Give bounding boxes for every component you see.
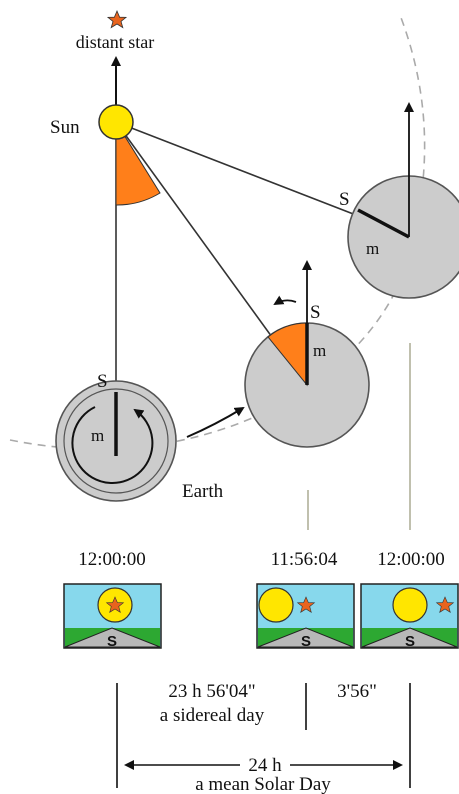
earth-1-s-label: S [97, 371, 108, 392]
earth-label: Earth [182, 481, 224, 502]
earth-position-2: S m [244, 260, 370, 448]
time-label-2: 11:56:04 [271, 549, 338, 570]
earth-2-m-label: m [313, 341, 326, 360]
panel-3-sun-icon [392, 587, 428, 623]
angle-wedge [115, 120, 161, 206]
time-label-3: 12:00:00 [377, 549, 445, 570]
sun-icon [98, 104, 134, 140]
earth-3-s-segment [357, 208, 410, 239]
earth-position-1: S m [55, 371, 177, 502]
earth-2-rotation-arrow [273, 295, 297, 306]
sidereal-day-value: 23 h 56'04" [168, 681, 255, 702]
panel-2-sun-icon [258, 587, 294, 623]
solar-day-value: 24 h [248, 755, 282, 776]
orbit-direction-arrow [186, 406, 245, 438]
earth-1-m-label: m [91, 426, 104, 445]
difference-value: 3'56" [337, 681, 377, 702]
distant-star-label: distant star [76, 32, 155, 52]
sun-label: Sun [50, 117, 80, 138]
panel-3-letter: S [405, 633, 415, 650]
earth-3-s-label: S [339, 189, 350, 210]
panel-1-star-icon [105, 596, 125, 613]
panel-3-star-icon [435, 596, 455, 613]
sky-panel-1: S [63, 583, 162, 650]
sky-panel-3: S [360, 583, 459, 650]
earth-position-3: S m [339, 102, 459, 299]
panel-1-letter: S [107, 633, 117, 650]
earth-3-m-label: m [366, 239, 379, 258]
earth-2-s-label: S [310, 302, 321, 323]
time-label-1: 12:00:00 [78, 549, 146, 570]
sky-panel-2: S [256, 583, 355, 650]
distant-star-icon [106, 9, 128, 29]
panel-2-star-icon [296, 596, 316, 613]
panel-2-letter: S [301, 633, 311, 650]
earth-3 [347, 175, 459, 299]
earth-1-rotation-arrow [71, 406, 154, 484]
sidereal-day-label: a sidereal day [160, 705, 265, 726]
solar-day-label: a mean Solar Day [195, 774, 331, 794]
